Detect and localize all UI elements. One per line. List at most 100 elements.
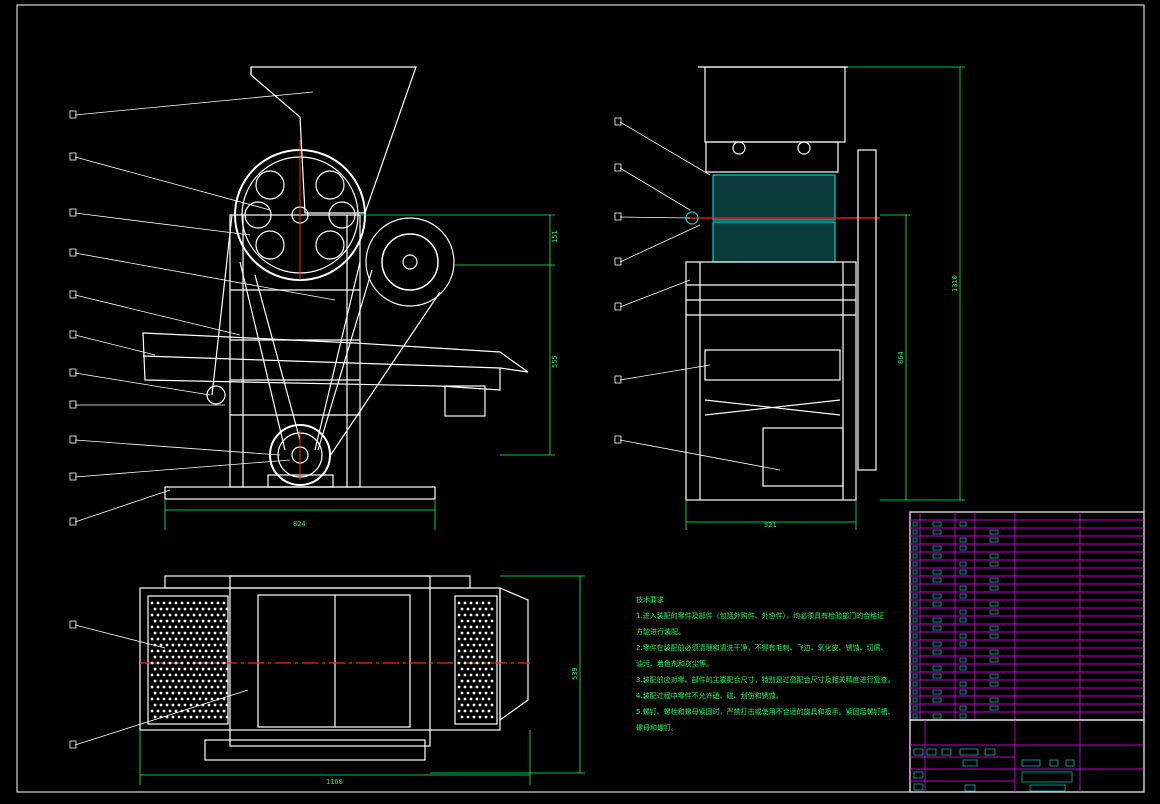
parts-list-cell — [989, 633, 999, 639]
sieve-hole — [165, 703, 169, 707]
sieve-hole — [457, 601, 461, 605]
sieve-hole — [162, 637, 166, 641]
sieve-hole — [481, 649, 485, 653]
sieve-hole — [222, 661, 226, 665]
sieve-hole — [192, 601, 196, 605]
parts-list-cell — [912, 569, 918, 575]
sieve-hole — [213, 643, 217, 647]
sieve-hole — [475, 625, 479, 629]
sieve-hole — [207, 655, 211, 659]
sieve-hole — [177, 703, 181, 707]
sieve-hole — [466, 679, 470, 683]
sieve-hole — [183, 655, 187, 659]
parts-list-cell — [912, 537, 918, 543]
sieve-hole — [225, 643, 229, 647]
sieve-hole — [153, 607, 157, 611]
parts-list-cell — [989, 609, 999, 615]
side-view — [685, 66, 880, 501]
parts-list-cell — [912, 545, 918, 551]
sieve-hole — [487, 625, 491, 629]
sieve-hole — [150, 637, 154, 641]
sieve-hole — [225, 679, 229, 683]
sieve-hole — [469, 625, 473, 629]
sieve-hole — [204, 649, 208, 653]
parts-list-cell — [959, 561, 967, 567]
sieve-hole — [484, 607, 488, 611]
sieve-hole — [162, 709, 166, 713]
sieve-hole — [156, 613, 160, 617]
parts-list-cell — [989, 601, 999, 607]
parts-list-cell — [932, 553, 942, 559]
sieve-hole — [177, 679, 181, 683]
sieve-hole — [153, 691, 157, 695]
technical-requirements: 技术要求 1.进入装配的零件及部件（包括外购件、外协件），均必须具有检验部门的合… — [636, 592, 891, 736]
sieve-hole — [475, 649, 479, 653]
sieve-hole — [210, 625, 214, 629]
sieve-hole — [204, 673, 208, 677]
sieve-hole — [201, 691, 205, 695]
parts-list-cell — [959, 537, 967, 543]
sieve-hole — [487, 685, 491, 689]
sieve-hole — [171, 631, 175, 635]
sieve-hole — [484, 619, 488, 623]
sieve-hole — [198, 613, 202, 617]
front-view-leaders — [74, 91, 336, 523]
parts-list-cell — [932, 577, 942, 583]
sieve-hole — [171, 691, 175, 695]
parts-list-cell — [989, 537, 999, 543]
sieve-hole — [475, 613, 479, 617]
sieve-hole — [457, 661, 461, 665]
sieve-hole — [177, 619, 181, 623]
sieve-hole — [472, 619, 476, 623]
sieve-hole — [210, 649, 214, 653]
sieve-hole — [165, 607, 169, 611]
sieve-hole — [183, 703, 187, 707]
sieve-hole — [195, 631, 199, 635]
parts-list-cell — [989, 705, 999, 711]
sieve-hole — [168, 673, 172, 677]
sieve-hole — [171, 607, 175, 611]
sieve-hole — [186, 649, 190, 653]
sieve-hole — [484, 631, 488, 635]
sieve-hole — [463, 625, 467, 629]
sieve-hole — [168, 709, 172, 713]
sieve-hole — [198, 697, 202, 701]
sieve-hole — [177, 667, 181, 671]
sieve-hole — [466, 607, 470, 611]
sieve-hole — [168, 601, 172, 605]
sieve-hole — [484, 691, 488, 695]
sieve-hole — [475, 601, 479, 605]
sieve-hole — [460, 619, 464, 623]
sieve-hole — [192, 673, 196, 677]
sieve-hole — [216, 601, 220, 605]
sieve-hole — [222, 697, 226, 701]
sieve-hole — [484, 655, 488, 659]
sieve-hole — [174, 661, 178, 665]
sieve-hole — [481, 625, 485, 629]
sieve-hole — [216, 709, 220, 713]
sieve-hole — [481, 709, 485, 713]
sieve-hole — [180, 661, 184, 665]
parts-list-cell — [912, 689, 918, 695]
top-view-sieve-holes — [150, 601, 494, 719]
sieve-hole — [180, 601, 184, 605]
sieve-hole — [177, 715, 181, 719]
sieve-hole — [466, 655, 470, 659]
sieve-hole — [481, 601, 485, 605]
sieve-hole — [225, 703, 229, 707]
sieve-hole — [207, 715, 211, 719]
sieve-hole — [198, 649, 202, 653]
sieve-hole — [156, 625, 160, 629]
sieve-hole — [183, 619, 187, 623]
sieve-hole — [460, 691, 464, 695]
sieve-hole — [183, 679, 187, 683]
notes-line: 油污、着色剂和灰尘等。 — [636, 660, 713, 668]
parts-list-cell — [912, 633, 918, 639]
sieve-hole — [168, 697, 172, 701]
sieve-hole — [195, 607, 199, 611]
sieve-hole — [198, 685, 202, 689]
dim-top-depth: 539 — [571, 667, 579, 680]
sieve-hole — [487, 709, 491, 713]
sieve-hole — [201, 631, 205, 635]
sieve-hole — [150, 601, 154, 605]
